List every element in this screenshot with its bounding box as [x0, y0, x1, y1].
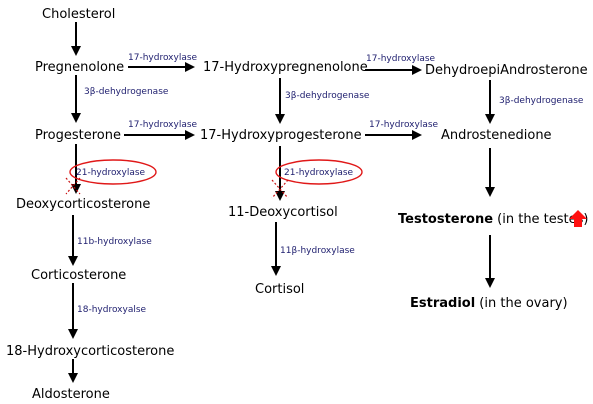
arrow-dhea-androstenedione [485, 80, 495, 124]
ellipse-21-hydroxylase-middle [275, 159, 363, 185]
up-arrow-icon [569, 210, 587, 227]
estradiol-name: Estradiol [410, 296, 475, 311]
node-pregnenolone: Pregnenolone [35, 60, 124, 75]
enzyme-17-hydroxylase-2: 17-hydroxylase [366, 54, 436, 64]
enzyme-3b-dehydrogenase-2: 3β-dehydrogenase [285, 91, 370, 101]
arrow-11deoxycortisol-cortisol [271, 222, 281, 276]
arrow-17hydroxypregnenolone-dhea [365, 65, 422, 75]
arrow-testosterone-estradiol [485, 235, 495, 288]
enzyme-3b-dehydrogenase-1: 3β-dehydrogenase [84, 87, 169, 97]
enzyme-18-hydroxylase: 18-hydroxyalse [77, 305, 147, 315]
node-11-deoxycortisol: 11-Deoxycortisol [228, 205, 338, 220]
arrow-deoxycorticosterone-corticosterone [68, 215, 78, 266]
enzyme-3b-dehydrogenase-3: 3β-dehydrogenase [499, 96, 584, 106]
arrow-cholesterol-pregnenolone [71, 22, 81, 56]
arrow-pregnenolone-17hydroxypregnenolone [128, 62, 195, 72]
testosterone-name: Testosterone [398, 212, 493, 227]
enzyme-17-hydroxylase-1: 17-hydroxylase [128, 53, 198, 63]
arrow-androstenedione-testosterone [485, 148, 495, 197]
node-corticosterone: Corticosterone [31, 268, 126, 283]
arrow-17hydroxyprogesterone-androstenedione [365, 130, 422, 140]
node-androstenedione: Androstenedione [441, 128, 552, 143]
arrow-progesterone-deoxycorticosterone [71, 144, 81, 194]
enzyme-17-hydroxylase-4: 17-hydroxylase [369, 120, 439, 130]
block-mark-left [65, 177, 81, 195]
node-testosterone: Testosterone (in the testes) [398, 212, 589, 227]
node-dhea: DehydroepiAndrosterone [425, 63, 588, 78]
enzyme-21-hydroxylase-2: 21-hydroxylase [284, 168, 354, 178]
node-18-hydroxycorticosterone: 18-Hydroxycorticosterone [6, 344, 174, 359]
arrow-progesterone-17hydroxyprogesterone [124, 130, 195, 140]
enzyme-17-hydroxylase-3: 17-hydroxylase [128, 120, 198, 130]
node-progesterone: Progesterone [35, 128, 121, 143]
node-17-hydroxyprogesterone: 17-Hydroxyprogesterone [200, 128, 362, 143]
arrow-corticosterone-18hydroxycorticosterone [68, 283, 78, 339]
node-17-hydroxypregnenolone: 17-Hydroxypregnenolone [203, 60, 368, 75]
arrow-17hydroxypregnenolone-17hydroxyprogesterone [275, 78, 285, 124]
enzyme-11b-hydroxylase-2: 11β-hydroxylase [280, 246, 355, 256]
testosterone-note: (in the testes) [493, 212, 588, 227]
node-cortisol: Cortisol [255, 282, 304, 297]
node-deoxycorticosterone: Deoxycorticosterone [16, 197, 150, 212]
arrow-pregnenolone-progesterone [71, 75, 81, 123]
arrow-18hydroxycorticosterone-aldosterone [68, 359, 78, 383]
estradiol-note: (in the ovary) [475, 296, 567, 311]
node-aldosterone: Aldosterone [32, 387, 110, 402]
arrow-17hydroxyprogesterone-11deoxycortisol [275, 146, 285, 201]
block-mark-middle [271, 179, 289, 199]
node-cholesterol: Cholesterol [42, 7, 115, 22]
node-estradiol: Estradiol (in the ovary) [410, 296, 568, 311]
enzyme-21-hydroxylase-1: 21-hydroxylase [76, 168, 146, 178]
enzyme-11b-hydroxylase-1: 11b-hydroxylase [77, 237, 152, 247]
ellipse-21-hydroxylase-left [69, 159, 157, 185]
